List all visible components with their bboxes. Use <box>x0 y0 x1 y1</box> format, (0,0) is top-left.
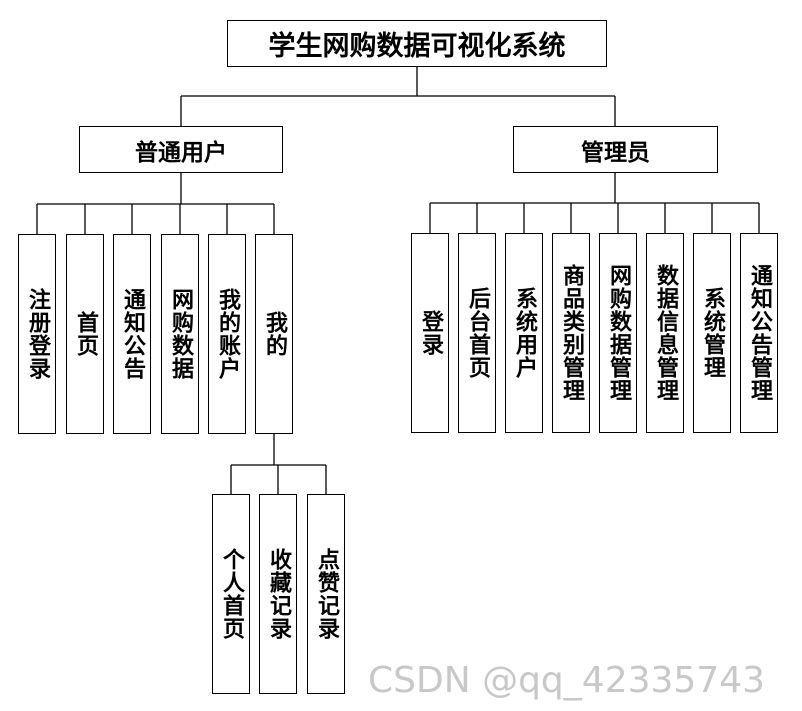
admin-child-label: 通知公告管理 <box>747 264 772 402</box>
mine-child-node: 收藏记录 <box>259 494 297 694</box>
mine-child-label: 收藏记录 <box>266 548 291 640</box>
user-node: 普通用户 <box>79 126 283 173</box>
admin-child-label: 商品类别管理 <box>559 264 584 402</box>
admin-child-label: 登录 <box>418 310 443 356</box>
admin-child-label: 系统管理 <box>700 287 725 379</box>
mine-child-node: 个人首页 <box>212 494 250 694</box>
mine-child-label: 个人首页 <box>219 548 244 640</box>
admin-label: 管理员 <box>581 139 650 166</box>
user-child-node: 通知公告 <box>113 234 151 434</box>
watermark-text: CSDN @qq_42335743 <box>368 660 766 701</box>
user-child-node: 网购数据 <box>161 234 199 434</box>
user-child-label: 我的账户 <box>215 288 240 380</box>
admin-child-label: 数据信息管理 <box>653 264 678 402</box>
user-child-label: 网购数据 <box>168 288 193 380</box>
admin-child-node: 登录 <box>411 233 449 433</box>
user-child-node: 我的账户 <box>208 234 246 434</box>
user-child-node: 我的 <box>255 234 293 434</box>
admin-child-node: 系统用户 <box>505 233 543 433</box>
admin-child-node: 商品类别管理 <box>552 233 590 433</box>
admin-child-label: 后台首页 <box>465 287 490 379</box>
admin-child-label: 系统用户 <box>512 287 537 379</box>
admin-child-node: 通知公告管理 <box>740 233 778 433</box>
admin-child-node: 数据信息管理 <box>646 233 684 433</box>
admin-child-label: 网购数据管理 <box>606 264 631 402</box>
user-child-label: 通知公告 <box>120 288 145 380</box>
admin-child-node: 系统管理 <box>693 233 731 433</box>
user-label: 普通用户 <box>135 139 227 166</box>
admin-child-node: 后台首页 <box>458 233 496 433</box>
mine-child-node: 点赞记录 <box>307 494 345 694</box>
mine-child-label: 点赞记录 <box>314 548 339 640</box>
admin-node: 管理员 <box>513 126 718 173</box>
admin-child-node: 网购数据管理 <box>599 233 637 433</box>
root-label: 学生网购数据可视化系统 <box>268 31 566 62</box>
user-child-label: 注册登录 <box>25 288 50 380</box>
user-child-node: 注册登录 <box>18 234 56 434</box>
user-child-label: 我的 <box>262 311 287 357</box>
root-node: 学生网购数据可视化系统 <box>227 20 607 67</box>
user-child-node: 首页 <box>66 234 104 434</box>
user-child-label: 首页 <box>73 311 98 357</box>
